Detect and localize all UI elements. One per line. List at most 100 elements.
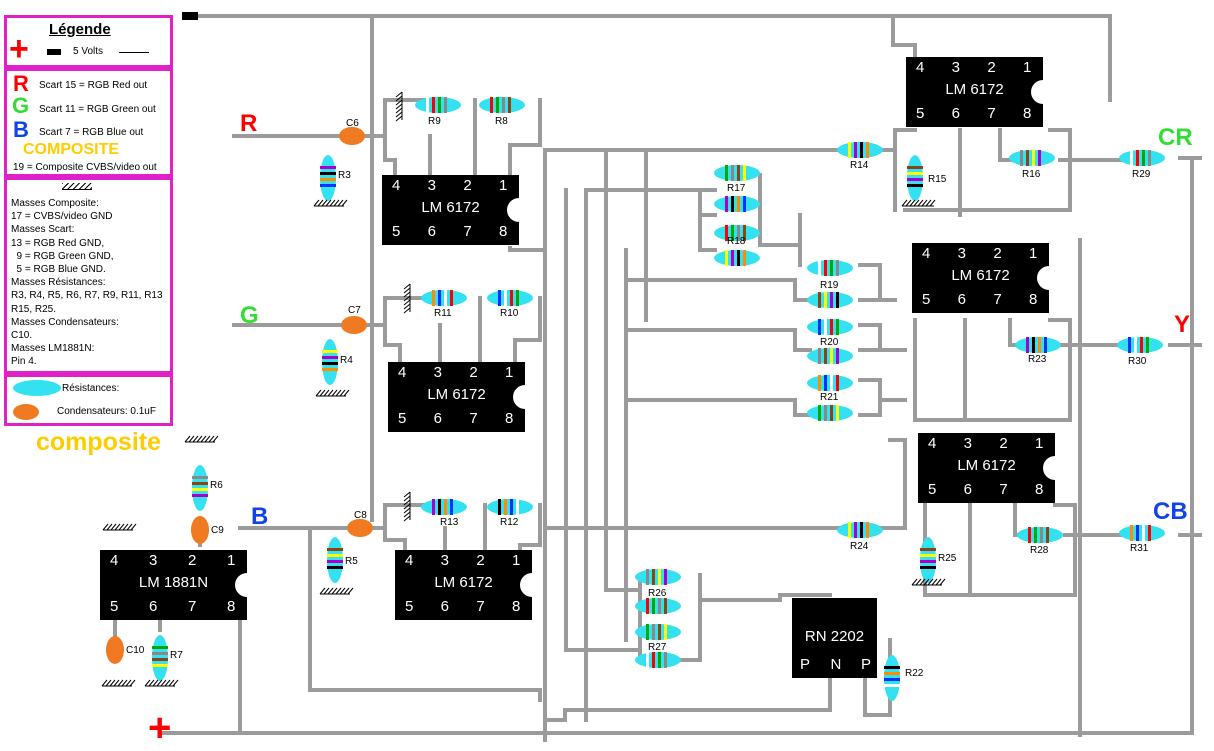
chip-pin-label: 4 xyxy=(928,435,937,452)
resistor-body xyxy=(1017,527,1063,543)
chip-name: LM 6172 xyxy=(957,457,1016,474)
legend-signals-box: R Scart 15 = RGB Red out G Scart 11 = RG… xyxy=(4,68,173,177)
chip-name: RN 2202 xyxy=(804,628,865,645)
chip-pin-label: 3 xyxy=(433,364,442,381)
chip-name: LM 1881N xyxy=(138,574,209,591)
chip-pin-label: 6 xyxy=(957,291,966,308)
resistor-label: R11 xyxy=(434,308,452,319)
masses-line: 9 = RGB Green GND, xyxy=(11,250,114,262)
resistor-label: R7 xyxy=(170,650,183,661)
chip-pin-label: 2 xyxy=(993,245,1002,262)
resistor-label: R19 xyxy=(820,280,839,291)
chip-notch xyxy=(1037,266,1055,290)
resistor-body xyxy=(1015,337,1061,353)
chip-pin-label: 8 xyxy=(499,223,508,240)
chip-pin-label: 8 xyxy=(1029,291,1038,308)
chip-pin-label: 6 xyxy=(427,223,436,240)
chip-pin-label: 4 xyxy=(392,177,401,194)
ground-symbols xyxy=(101,91,946,687)
chip-pin-label: 3 xyxy=(963,435,972,452)
plus-icon: + xyxy=(9,30,29,68)
masses-line: 17 = CVBS/video GND xyxy=(11,211,113,223)
resistor-body xyxy=(327,537,343,583)
chip-pin-label: 2 xyxy=(469,364,478,381)
chip-pin-label: 7 xyxy=(993,291,1002,308)
capacitor-label: C7 xyxy=(348,305,361,316)
resistor-label: R22 xyxy=(905,668,924,679)
resistor-label: R6 xyxy=(210,480,223,491)
chip-pin-label: 7 xyxy=(188,598,197,615)
ground-icon xyxy=(102,523,137,531)
ground-icon xyxy=(184,435,219,443)
capacitor-label: C9 xyxy=(211,525,224,536)
five-volts-label: 5 Volts xyxy=(73,46,104,57)
g-legend-text: Scart 11 = RGB Green out xyxy=(39,104,156,115)
chip-pin-label: P xyxy=(800,656,811,673)
chip-pin-label: 7 xyxy=(999,481,1008,498)
output-y-label: Y xyxy=(1174,311,1191,338)
resistor-body xyxy=(907,155,923,201)
chip-pin-label: 6 xyxy=(149,598,158,615)
chip-pin-label: 2 xyxy=(999,435,1008,452)
composite-legend-heading: COMPOSITE xyxy=(23,141,120,158)
chip-pin-label: 7 xyxy=(463,223,472,240)
chip-pin-label: 1 xyxy=(499,177,508,194)
chip-pin-label: 4 xyxy=(405,552,414,569)
resistor-body xyxy=(920,537,936,583)
chip-notch xyxy=(513,385,531,409)
resistor-label: R27 xyxy=(648,642,667,653)
resistor-label: R18 xyxy=(727,236,746,247)
ground-icon xyxy=(395,91,403,122)
chip-pin-label: 8 xyxy=(512,598,521,615)
masses-line: R15, R25. xyxy=(11,303,57,315)
chip-notch xyxy=(520,573,538,597)
resistor-label: R29 xyxy=(1132,169,1151,180)
wires xyxy=(113,14,1202,742)
chip-pin-label: 4 xyxy=(110,552,119,569)
ground-icon xyxy=(403,283,411,314)
chip-pin-label: 7 xyxy=(469,410,478,427)
resistor-body xyxy=(837,522,883,538)
chip-pin-label: 5 xyxy=(110,598,119,615)
composite-legend-text: 19 = Composite CVBS/video out xyxy=(13,162,157,173)
output-cb-label: CB xyxy=(1153,498,1188,525)
chip-pin-label: 1 xyxy=(505,364,514,381)
resistor-body xyxy=(1119,150,1165,166)
capacitor-body xyxy=(191,516,209,544)
ground-icon xyxy=(315,389,350,397)
chip-pin-label: 3 xyxy=(951,59,960,76)
resistor-body xyxy=(807,292,853,308)
resistor-label: R21 xyxy=(820,392,839,403)
legend-components-box: Résistances: Condensateurs: 0.1uF xyxy=(4,374,173,426)
resistor-label: R25 xyxy=(938,553,957,564)
resistor-label: R26 xyxy=(648,588,667,599)
masses-line: Masses Condensateurs: xyxy=(11,316,119,328)
resistor-body xyxy=(807,319,853,335)
resistor-body xyxy=(487,290,533,306)
chip-pin-label: 2 xyxy=(463,177,472,194)
chip-pin-label: 7 xyxy=(987,105,996,122)
input-composite-label: composite xyxy=(36,428,162,456)
resistor-label: R8 xyxy=(495,116,508,127)
masses-line: Pin 4. xyxy=(11,356,37,368)
ground-icon xyxy=(319,587,354,595)
chip-notch xyxy=(507,198,525,222)
chip-pin-label: 2 xyxy=(476,552,485,569)
capacitor-legend-label: Condensateurs: 0.1uF xyxy=(57,406,156,417)
resistor-body xyxy=(807,405,853,421)
resistor-label: R5 xyxy=(345,556,358,567)
resistor-body xyxy=(1119,525,1165,541)
resistor-label: R20 xyxy=(820,337,839,348)
chip-pin-label: 6 xyxy=(433,410,442,427)
chip-pin-label: 7 xyxy=(476,598,485,615)
ground-legend-icon xyxy=(119,52,149,56)
chip-pin-label: 6 xyxy=(951,105,960,122)
chip-name: LM 6172 xyxy=(434,574,493,591)
output-cr-label: CR xyxy=(1158,124,1193,151)
chip-pin-label: 6 xyxy=(440,598,449,615)
